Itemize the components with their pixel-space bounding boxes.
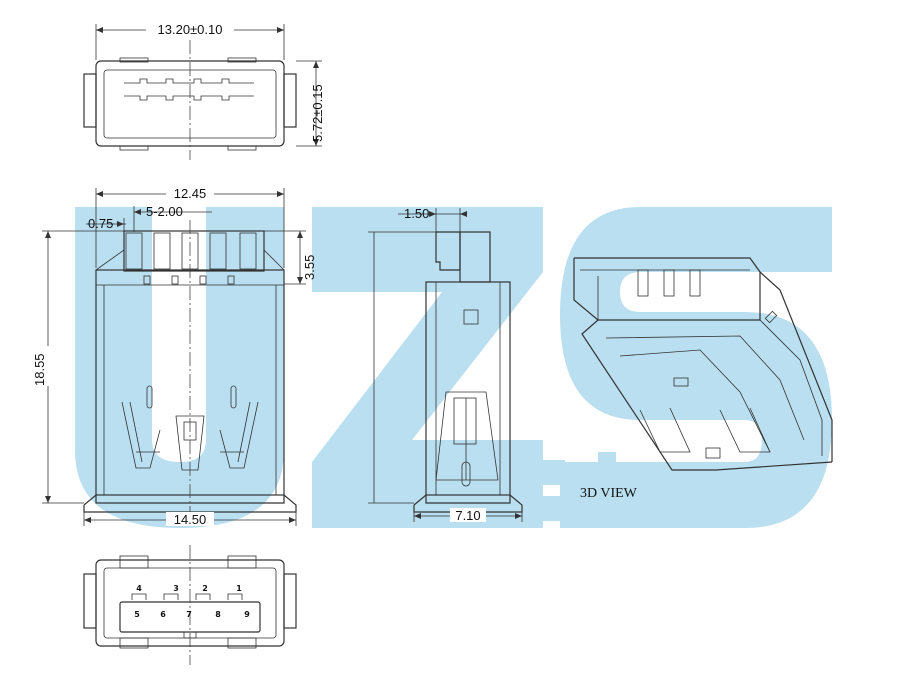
top-view: 13.20±0.10 5.72±0.15 <box>83 22 325 160</box>
side-base-width-dim: 7.10 <box>455 508 480 523</box>
pin-label-4: 4 <box>136 584 142 593</box>
iso-view: 3D VIEW <box>573 257 833 501</box>
pin-label-1: 1 <box>236 584 242 593</box>
pin-label-7: 7 <box>186 610 192 619</box>
front-pitch-dim: 5-2.00 <box>146 204 183 219</box>
front-view: 12.45 5-2.00 0.75 3.55 18.55 14.50 <box>32 186 317 527</box>
iso-view-label: 3D VIEW <box>580 486 638 501</box>
front-pin-height-dim: 3.55 <box>302 255 317 280</box>
pin-label-8: 8 <box>215 610 221 619</box>
side-view: 1.50 7.10 <box>368 206 523 523</box>
front-offset-dim: 0.75 <box>88 216 113 231</box>
pin-label-3: 3 <box>173 584 179 593</box>
bottom-view: 4 3 2 1 5 6 7 8 9 <box>83 545 297 665</box>
front-height-dim: 18.55 <box>32 353 47 386</box>
pin-label-6: 6 <box>160 610 166 619</box>
pin-label-5: 5 <box>134 610 140 619</box>
side-tab-width-dim: 1.50 <box>404 206 429 221</box>
front-overall-width-dim: 12.45 <box>174 186 207 201</box>
top-width-dim: 13.20±0.10 <box>158 22 223 37</box>
watermark <box>75 207 832 528</box>
front-base-width-dim: 14.50 <box>174 512 207 527</box>
top-height-dim: 5.72±0.15 <box>310 84 325 142</box>
pin-label-9: 9 <box>244 610 250 619</box>
pin-label-2: 2 <box>202 584 208 593</box>
